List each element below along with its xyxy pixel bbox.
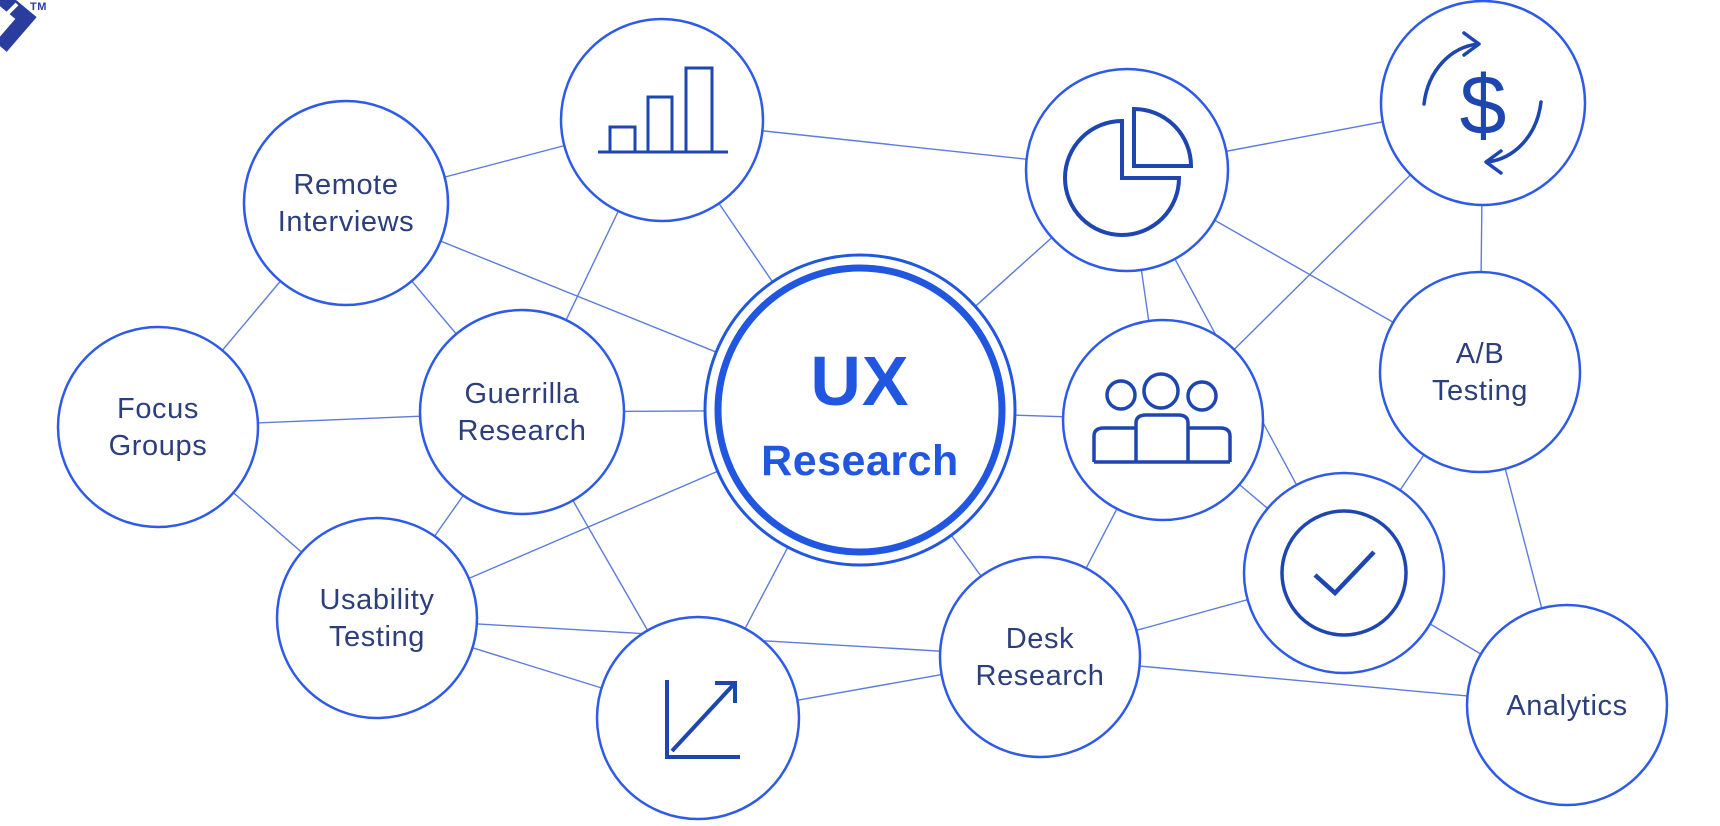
svg-text:$: $ xyxy=(1460,58,1507,152)
node-label: Guerrilla xyxy=(465,378,580,410)
node-label: Testing xyxy=(329,621,425,653)
node-circle xyxy=(1378,270,1582,474)
growth-arrow-icon xyxy=(665,680,740,759)
center-node-ux-research: UX Research xyxy=(703,253,1017,567)
node-label: A/B xyxy=(1456,338,1505,370)
center-subtitle: Research xyxy=(761,437,959,485)
node-label: Interviews xyxy=(278,206,415,238)
node-circle xyxy=(938,555,1142,759)
node-circle xyxy=(1465,603,1669,807)
bar-chart-icon xyxy=(598,66,728,154)
center-title: UX xyxy=(810,342,909,420)
checkmark-icon xyxy=(1280,509,1408,637)
node-circle xyxy=(595,615,801,821)
node-analytics: Analytics xyxy=(1465,603,1669,807)
node-bar xyxy=(559,17,765,223)
trademark-symbol: TM xyxy=(30,1,47,13)
node-label: Usability xyxy=(320,584,435,616)
toptal-logo-mark xyxy=(0,0,37,52)
node-ab: A/B Testing xyxy=(1378,270,1582,474)
node-circle xyxy=(242,99,450,307)
node-circle xyxy=(418,308,626,516)
node-label: Testing xyxy=(1432,375,1528,407)
node-circle xyxy=(56,325,260,529)
center-inner-ring xyxy=(714,264,1006,556)
node-trend xyxy=(595,615,801,821)
people-icon xyxy=(1092,372,1232,464)
node-label: Research xyxy=(976,660,1105,692)
logo-slit xyxy=(5,2,19,16)
node-people xyxy=(1061,318,1265,522)
node-label: Groups xyxy=(109,430,208,462)
node-label: Focus xyxy=(117,393,199,425)
node-label: Research xyxy=(458,415,587,447)
node-label: Remote xyxy=(293,169,398,201)
node-dollar: $ xyxy=(1379,0,1587,207)
dollar-refresh-icon: $ xyxy=(1422,31,1543,175)
node-circle xyxy=(1242,471,1446,675)
logo-chevron xyxy=(0,0,37,52)
pie-chart-icon xyxy=(1063,106,1194,237)
node-circle xyxy=(1379,0,1587,207)
node-circle xyxy=(1024,67,1230,273)
node-label: Desk xyxy=(1006,623,1074,655)
node-pie xyxy=(1024,67,1230,273)
node-check xyxy=(1242,471,1446,675)
node-circle xyxy=(275,516,479,720)
node-label: Analytics xyxy=(1506,690,1627,722)
